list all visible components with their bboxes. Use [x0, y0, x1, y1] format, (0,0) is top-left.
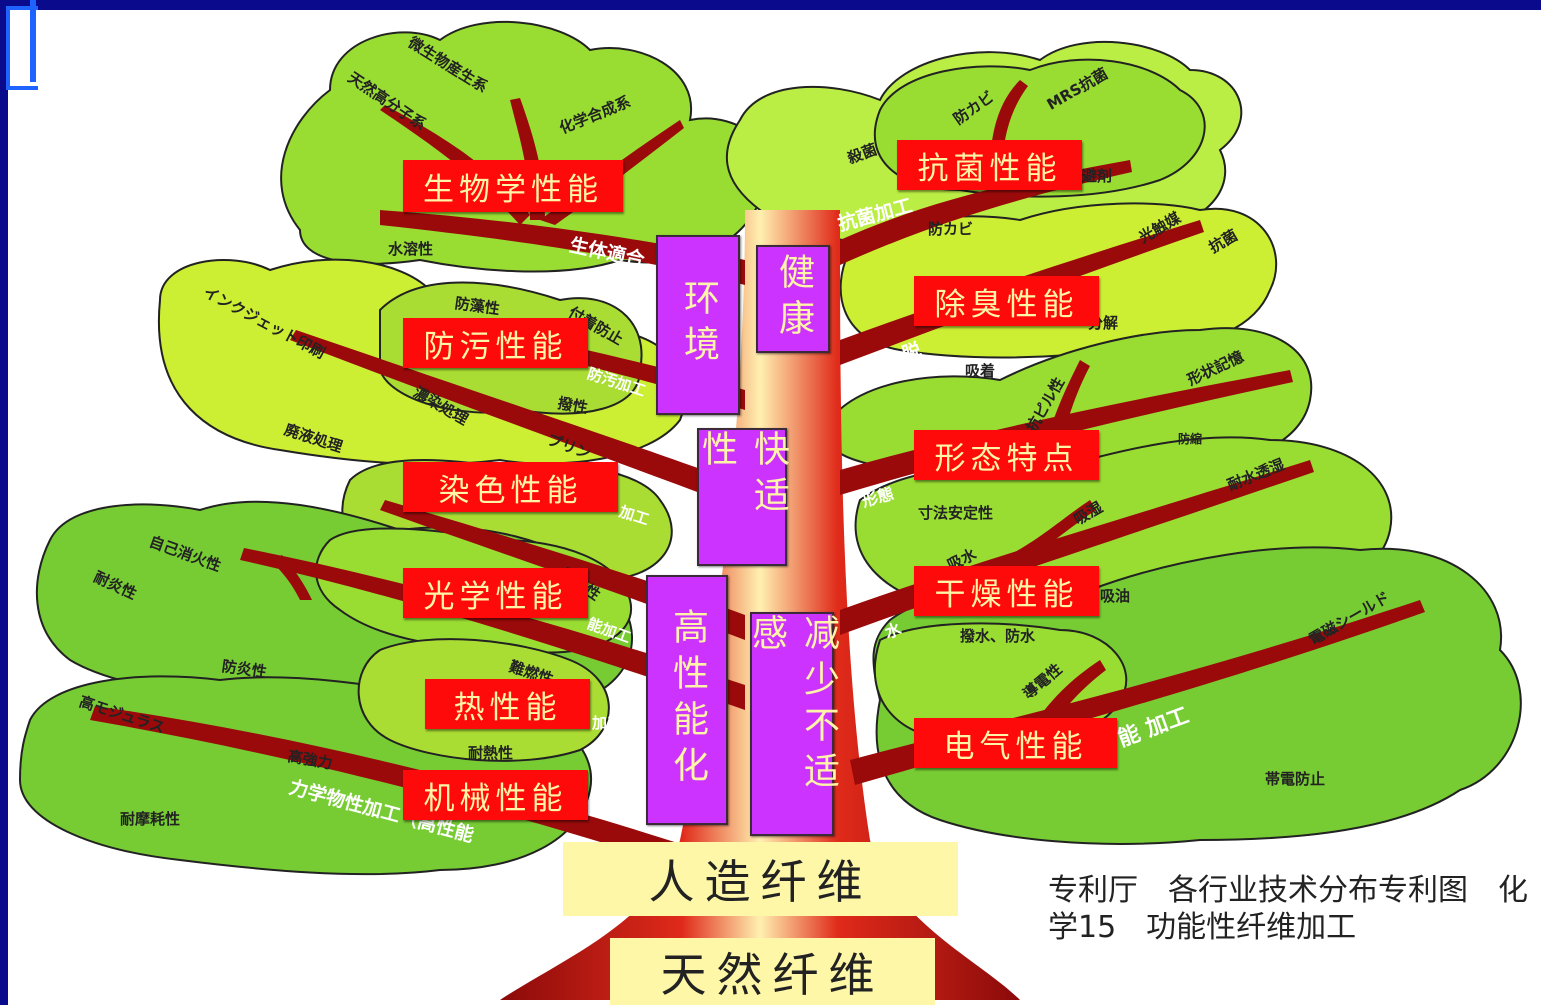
box-antibacterial: 抗菌性能	[897, 140, 1082, 190]
branch-thermal	[240, 548, 745, 710]
box-artificial-fiber: 人造纤维	[563, 842, 958, 916]
box-electrical: 电气性能	[914, 718, 1117, 768]
box-natural-fiber: 天然纤维	[610, 938, 935, 1005]
leaf-label-antistatic: 帯電防止	[1265, 770, 1326, 788]
box-environment: 环境	[656, 235, 740, 415]
trunk	[500, 210, 1020, 1000]
source-caption: 专利厅 各行业技术分布专利图 化学15 功能性纤维加工	[1048, 873, 1528, 945]
box-comfort: 快适性	[696, 428, 789, 566]
box-optical: 光学性能	[403, 568, 588, 618]
branch-dyeing	[290, 330, 745, 510]
leaf-label-shrink: 防縮	[1178, 432, 1203, 446]
leaf-label-adsorb: 吸着	[965, 362, 996, 380]
slide-left-bar	[0, 0, 8, 1005]
branch-morph-twig	[1050, 360, 1090, 430]
box-high-performance: 高性能化	[646, 575, 728, 825]
box-deodorizing: 除臭性能	[914, 276, 1099, 326]
box-thermal: 热性能	[425, 679, 590, 729]
leaf-label-dim-stable: 寸法安定性	[918, 504, 994, 522]
box-reduce-discomfort: 减少不适感	[746, 612, 839, 836]
slide-corner-decoration-bar	[30, 0, 36, 82]
box-dyeing: 染色性能	[403, 462, 618, 512]
box-drying: 干燥性能	[914, 566, 1099, 616]
leaf-label-water-soluble: 水溶性	[388, 240, 434, 258]
box-biological: 生物学性能	[403, 160, 623, 212]
leaf-label-water-repel: 撥水、防水	[960, 627, 1036, 645]
branch-drying-twig	[1000, 500, 1096, 572]
leaf-label-antimold2: 防カビ	[928, 220, 974, 238]
leaf-label-agent: 避剤	[1082, 167, 1113, 185]
box-antifouling: 防污性能	[403, 318, 588, 368]
branch-biological	[380, 210, 745, 285]
leaf-label-wear-res: 耐摩耗性	[120, 810, 181, 828]
box-mechanical: 机械性能	[403, 770, 588, 820]
box-health: 健康	[756, 245, 830, 353]
leaf-label-oil-abs: 吸油	[1100, 587, 1131, 605]
branch-label-heat-proc: 加工	[592, 714, 623, 732]
box-morphology: 形态特点	[914, 430, 1099, 480]
slide-corner-decoration	[6, 6, 38, 90]
slide-top-bar	[0, 0, 1541, 10]
branch-thermal-twig	[270, 555, 312, 600]
branch-mechanical	[90, 706, 730, 880]
leaf-label-heat-res: 耐熱性	[468, 744, 514, 762]
